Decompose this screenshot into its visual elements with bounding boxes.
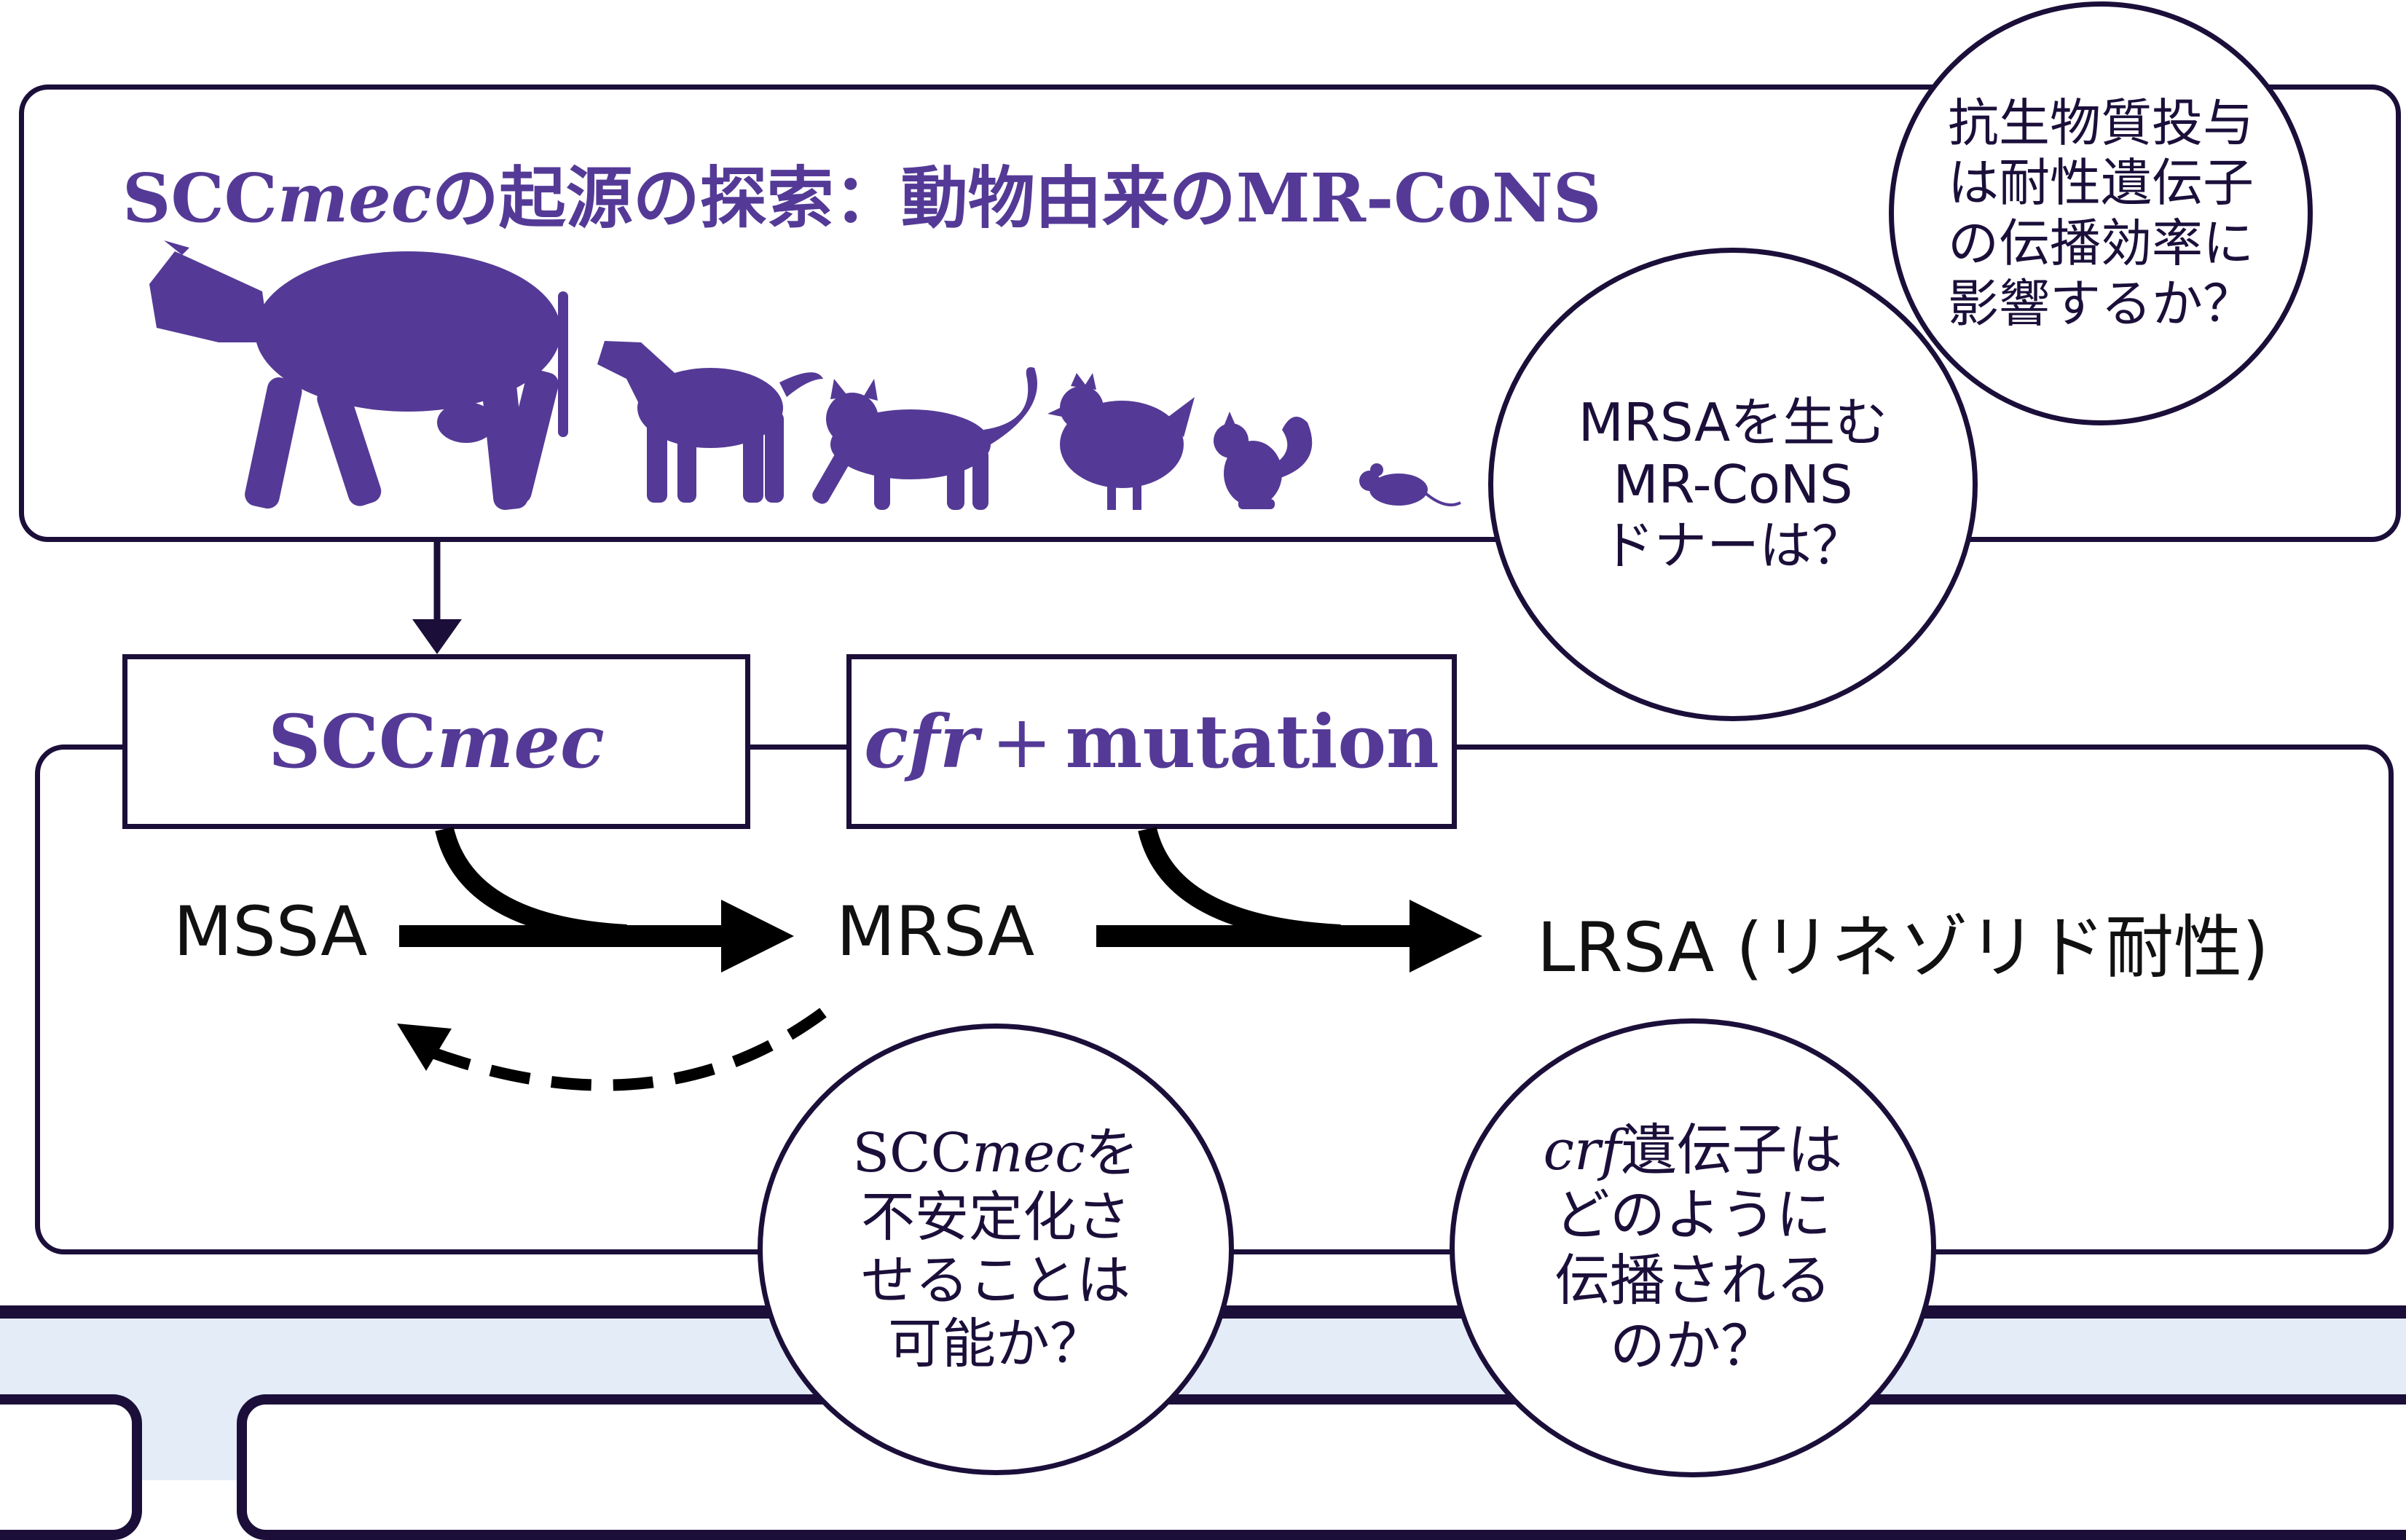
node-lrsa: LRSA (リネゾリド耐性)	[1537, 908, 2269, 988]
squirrel-icon	[1214, 412, 1313, 509]
question-destabilize-text: SCCmecを 不安定化さ せることは 可能か？	[852, 1122, 1139, 1376]
cfr-join-curve	[1138, 826, 1341, 943]
crf-italic: crf	[1543, 1117, 1621, 1182]
node-mrsa: MRSA	[836, 892, 1035, 972]
question-antibiotic-circle: 抗生物質投与 は耐性遺伝子 の伝播効率に 影響するか？	[1889, 1, 2313, 425]
question-donor-text: MRSAを生む MR-CoNS ドナーは？	[1578, 391, 1888, 577]
cfr-plus: +	[991, 699, 1053, 785]
sccmec-prefix: SCC	[268, 699, 437, 785]
title-italic: mec	[277, 159, 432, 237]
dog-icon	[597, 341, 823, 503]
destabilize-prefix: SCC	[852, 1122, 972, 1185]
mouse-icon	[1359, 463, 1428, 506]
cat-icon	[812, 367, 1037, 510]
pathway-arrows	[397, 826, 1482, 1091]
destabilize-rest: を 不安定化さ せることは 可能か？	[860, 1122, 1139, 1376]
cow-icon	[149, 240, 568, 510]
origin-title: SCCmecの起源の探索：動物由来のMR-CoNS	[122, 144, 1601, 241]
destabilize-italic: mec	[972, 1122, 1085, 1185]
title-rest: の起源の探索：動物由来のMR-CoNS	[431, 159, 1602, 237]
question-antibiotic-text: 抗生物質投与 は耐性遺伝子 の伝播効率に 影響するか？	[1948, 93, 2254, 334]
sccmec-italic: mec	[436, 699, 605, 785]
question-destabilize-circle: SCCmecを 不安定化さ せることは 可能か？	[758, 1024, 1234, 1475]
question-donor-circle: MRSAを生む MR-CoNS ドナーは？	[1488, 248, 1978, 721]
animal-silhouettes	[149, 240, 1461, 510]
cfr-rest: mutation	[1065, 699, 1439, 785]
crf-rest: 遺伝子は どのように 伝播される のか？	[1554, 1117, 1843, 1378]
cfr-italic: cfr	[864, 699, 978, 785]
question-crf-text: crf遺伝子は どのように 伝播される のか？	[1543, 1117, 1842, 1379]
title-prefix: SCC	[122, 159, 278, 237]
node-mssa: MSSA	[173, 892, 368, 972]
sccmec-join-curve	[435, 826, 627, 943]
mouse-tail	[1425, 492, 1461, 506]
chicken-icon	[1047, 373, 1195, 510]
question-crf-circle: crf遺伝子は どのように 伝播される のか？	[1450, 1018, 1936, 1477]
mrsa-to-mssa-dashed-arrow	[420, 1007, 827, 1091]
down-arrow	[412, 542, 462, 654]
cfr-mutation-label-box: cfr+mutation	[846, 654, 1457, 829]
